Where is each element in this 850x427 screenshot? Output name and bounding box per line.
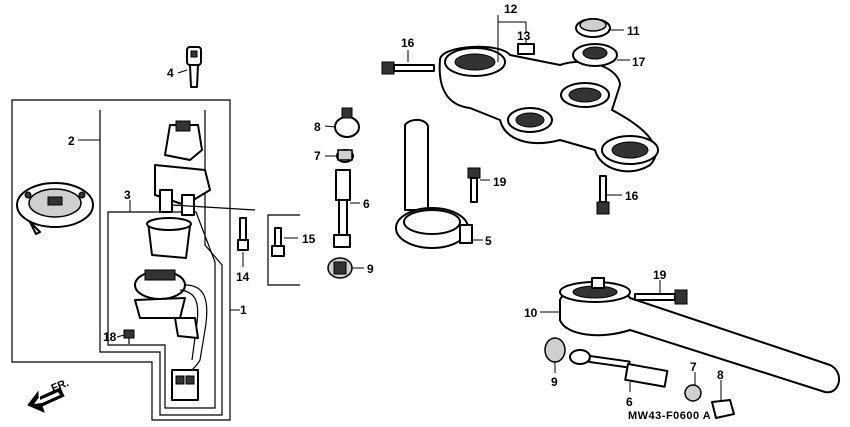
callout-7-lower: 7 (690, 360, 697, 374)
callout-12: 12 (504, 2, 518, 16)
bar-end-rod-6 (569, 349, 669, 388)
column-rod-6 (333, 169, 351, 248)
callout-6-upper: 6 (363, 197, 370, 211)
callout-15: 15 (302, 232, 316, 246)
steering-nut-17 (572, 43, 618, 67)
left-handlebar-clamp (395, 118, 473, 249)
callout-16-lower: 16 (625, 189, 639, 203)
callout-2: 2 (68, 134, 75, 148)
ignition-key (186, 46, 202, 88)
washer-13 (517, 43, 535, 55)
assembly-boundary-1 (11, 99, 231, 421)
wire-clamp (174, 317, 199, 339)
switch-plate (16, 182, 94, 235)
bar-end-nut-7 (684, 384, 702, 402)
assembly-boundary-2 (99, 110, 223, 416)
top-bridge (438, 45, 659, 173)
bolt-19 (467, 167, 481, 203)
bracket-outline (267, 214, 300, 286)
ignition-switch-assembly (154, 120, 256, 216)
callout-19-lower: 19 (653, 268, 667, 282)
bar-end-clip-8 (711, 399, 735, 419)
callout-4: 4 (167, 66, 174, 80)
callout-17: 17 (632, 55, 646, 69)
callout-9-upper: 9 (367, 262, 374, 276)
callout-3: 3 (124, 188, 131, 202)
callout-1: 1 (240, 303, 247, 317)
callout-18: 18 (103, 330, 117, 344)
bolt-16-lower (596, 175, 610, 215)
bolt-14 (237, 217, 249, 251)
callout-7-upper: 7 (314, 149, 321, 163)
callout-19-upper: 19 (493, 175, 507, 189)
callout-6-lower: 6 (626, 395, 633, 409)
callout-8-upper: 8 (314, 120, 321, 134)
column-nut-9 (327, 257, 353, 279)
front-direction-arrow (27, 387, 65, 413)
steering-cap-11 (575, 18, 611, 38)
assembly-boundary-3 (107, 211, 216, 409)
column-nut-7 (336, 149, 354, 163)
callout-14: 14 (236, 270, 250, 284)
callout-11: 11 (627, 24, 640, 38)
diagram-code: MW43-F0600 A (628, 410, 711, 422)
switch-base (134, 269, 208, 401)
right-handlebar (559, 277, 840, 394)
switch-cover (146, 217, 192, 259)
column-cap-8 (334, 107, 360, 138)
bolt-19-right (634, 289, 688, 305)
front-direction-label: FR. (50, 377, 71, 395)
callout-13: 13 (517, 29, 531, 43)
callout-10: 10 (524, 306, 538, 320)
callout-8-lower: 8 (717, 368, 724, 382)
callout-5: 5 (485, 234, 492, 248)
screw-18 (123, 329, 135, 344)
callout-16-upper: 16 (401, 36, 415, 50)
callout-9-lower: 9 (551, 375, 558, 389)
bolt-16-upper (381, 61, 435, 75)
bolt-15 (271, 227, 285, 257)
bar-end-9 (544, 337, 566, 363)
